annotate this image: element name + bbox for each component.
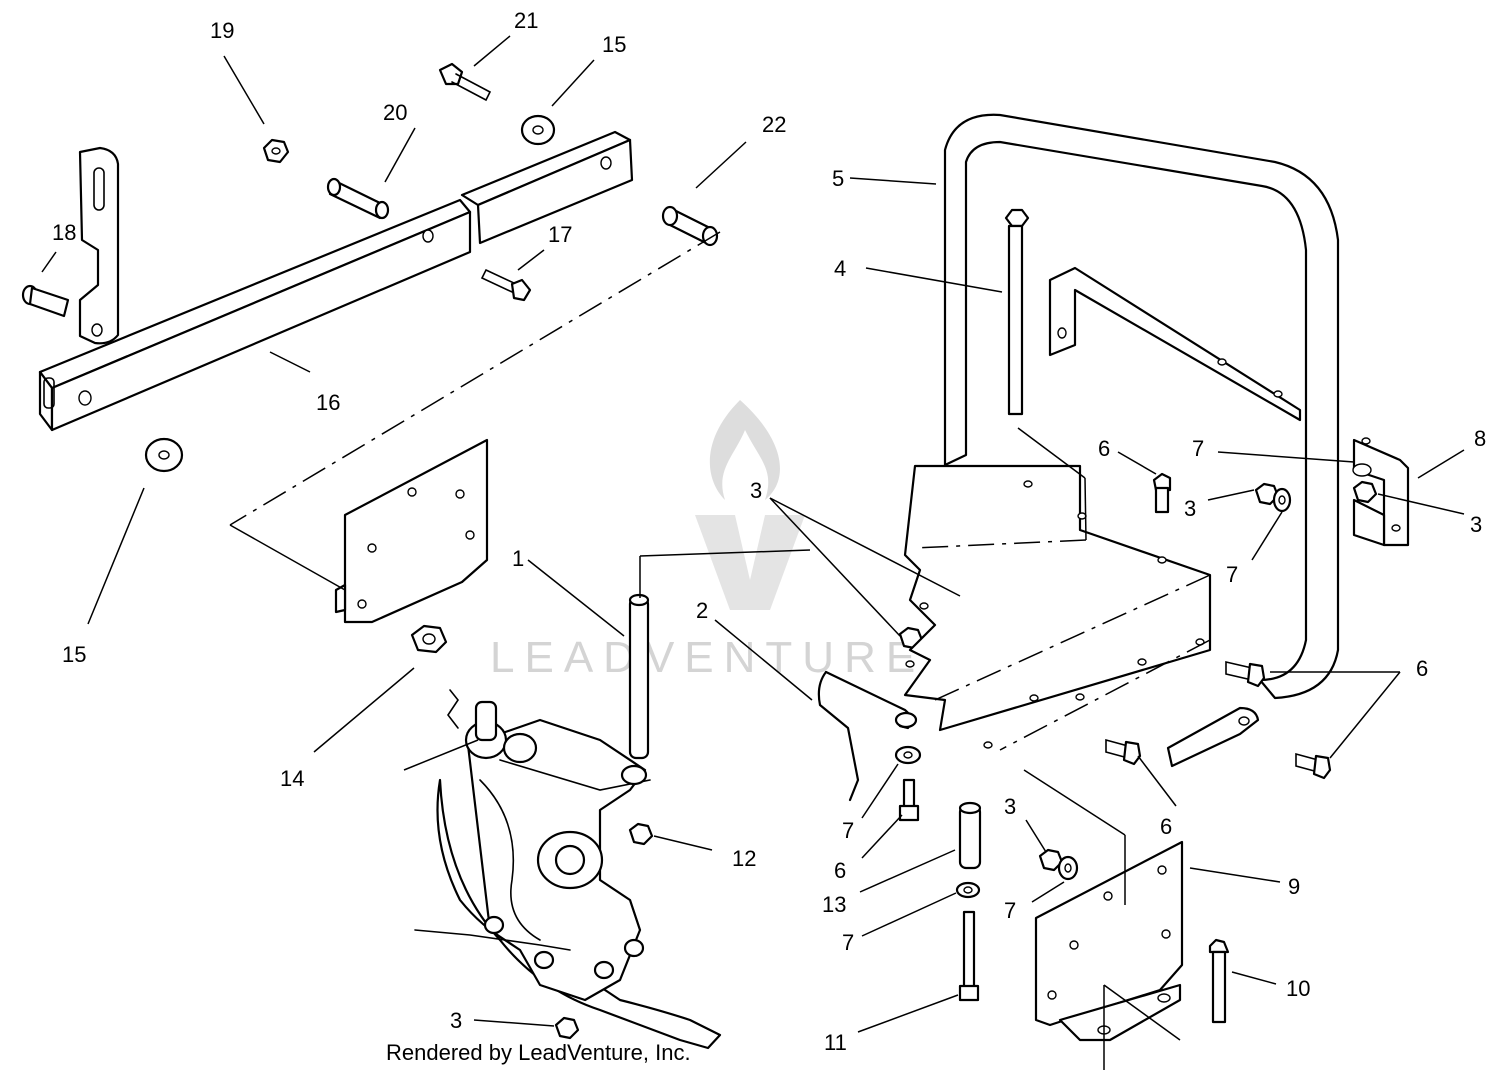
callout-20: 20 (383, 100, 407, 125)
washer-7-lower (955, 881, 981, 899)
callout-3-right: 3 (1184, 496, 1196, 521)
rod-2 (817, 670, 918, 802)
drawbar-extension (460, 130, 634, 245)
watermark: LEADVENTURE (490, 400, 925, 682)
callout-12: 12 (732, 846, 756, 871)
callout-18: 18 (52, 220, 76, 245)
callout-3-far-right: 3 (1470, 512, 1482, 537)
callout-3-center: 3 (750, 478, 762, 503)
rops-bar-5 (943, 113, 1340, 700)
callout-7-lower-right: 7 (1004, 898, 1016, 923)
nut-3-transaxle (554, 1016, 580, 1040)
callout-10: 10 (1286, 976, 1310, 1001)
bolt-11 (958, 910, 980, 1002)
leader-lines (41, 35, 1465, 1033)
callout-19: 19 (210, 18, 234, 43)
hitch-bracket-18 (78, 146, 120, 345)
drawbar-16 (38, 198, 472, 432)
washer-7-right (1272, 487, 1292, 513)
clevis-pin-18 (21, 284, 70, 318)
callout-5: 5 (832, 166, 844, 191)
callout-6-top: 6 (1098, 436, 1110, 461)
callout-22: 22 (762, 112, 786, 137)
callout-15-lower: 15 (62, 642, 86, 667)
callout-7-top: 7 (1192, 436, 1204, 461)
spacer-20 (326, 177, 390, 220)
mounting-plate-9 (1034, 840, 1184, 1042)
spacer-13 (958, 801, 982, 870)
callout-4: 4 (834, 256, 846, 281)
washer-15-lower (144, 437, 184, 473)
bolt-6-right-a (1225, 660, 1266, 688)
spacer-22 (661, 205, 719, 247)
nut-14 (410, 624, 448, 654)
nut-19 (262, 138, 290, 164)
watermark-text: LEADVENTURE (490, 633, 925, 682)
callout-21: 21 (514, 8, 538, 33)
bolt-10 (1208, 938, 1230, 1024)
callout-2: 2 (696, 598, 708, 623)
callout-7-right: 7 (1226, 562, 1238, 587)
render-credit: Rendered by LeadVenture, Inc. (386, 1040, 691, 1065)
washer-7-mid (894, 745, 922, 765)
callout-3-lower: 3 (1004, 794, 1016, 819)
bolt-6-mid (898, 778, 920, 822)
callout-8: 8 (1474, 426, 1486, 451)
callout-1: 1 (512, 546, 524, 571)
bracket-8 (1352, 437, 1410, 547)
rod-1 (628, 593, 650, 760)
mounting-plate-left (334, 438, 489, 624)
crossmember-bracket (1048, 266, 1302, 422)
callout-6-mid: 6 (834, 858, 846, 883)
callout-7-mid: 7 (842, 818, 854, 843)
bolt-4 (1004, 208, 1030, 416)
transaxle (414, 689, 722, 1050)
bolt-6-lower (1105, 738, 1142, 766)
washer-15-upper (520, 114, 556, 146)
callout-11: 11 (824, 1030, 847, 1055)
link-plate (1166, 706, 1260, 768)
frame-plate (903, 464, 1212, 749)
alignment-lines (229, 231, 1211, 1070)
bolt-6-top (1152, 472, 1172, 514)
bolt-17 (480, 268, 532, 302)
callout-15-upper: 15 (602, 32, 626, 57)
bolt-21 (438, 62, 492, 102)
washer-7-lower-right (1057, 855, 1079, 881)
callout-17: 17 (548, 222, 572, 247)
callout-7-lower: 7 (842, 930, 854, 955)
callout-6-right: 6 (1416, 656, 1428, 681)
bolt-6-right-b (1295, 752, 1332, 780)
callout-6-lower: 6 (1160, 814, 1172, 839)
callout-9: 9 (1288, 874, 1300, 899)
callout-3-transaxle: 3 (450, 1008, 462, 1033)
callout-13: 13 (822, 892, 846, 917)
nut-12 (628, 822, 654, 846)
callout-14: 14 (280, 766, 304, 791)
callouts: 19 20 21 15 22 17 18 16 15 14 1 2 5 4 3 … (52, 8, 1486, 1055)
callout-16: 16 (316, 390, 340, 415)
